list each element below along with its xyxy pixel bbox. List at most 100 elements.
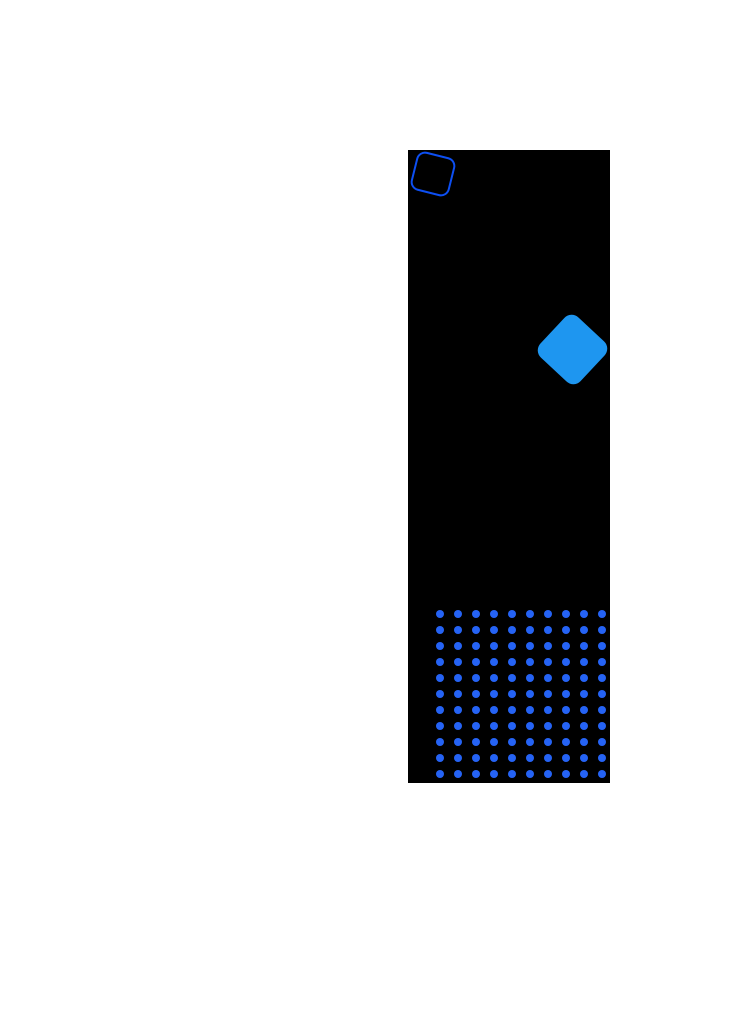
grid-dot [526, 642, 534, 650]
grid-dot [436, 754, 444, 762]
grid-dot [598, 658, 606, 666]
grid-dot [454, 626, 462, 634]
grid-dot [472, 738, 480, 746]
grid-dot [544, 626, 552, 634]
grid-dot [454, 738, 462, 746]
grid-dot [526, 674, 534, 682]
grid-dot [562, 770, 570, 778]
grid-dot [472, 706, 480, 714]
grid-dot [544, 674, 552, 682]
grid-dot [526, 626, 534, 634]
grid-dot [544, 754, 552, 762]
grid-dot [472, 642, 480, 650]
grid-dot [598, 690, 606, 698]
grid-dot [436, 674, 444, 682]
grid-dot [490, 674, 498, 682]
grid-dot [580, 642, 588, 650]
grid-dot [544, 658, 552, 666]
grid-dot [580, 738, 588, 746]
grid-dot [454, 754, 462, 762]
grid-dot [472, 690, 480, 698]
grid-dot [598, 626, 606, 634]
grid-dot [454, 674, 462, 682]
grid-dot [562, 674, 570, 682]
grid-dot [598, 674, 606, 682]
grid-dot [526, 706, 534, 714]
grid-dot [490, 770, 498, 778]
grid-dot [454, 770, 462, 778]
grid-dot [490, 690, 498, 698]
grid-dot [490, 754, 498, 762]
grid-dot [508, 674, 516, 682]
grid-dot [472, 722, 480, 730]
decor-panel [408, 150, 610, 783]
grid-dot [508, 754, 516, 762]
grid-dot [526, 754, 534, 762]
grid-dot [508, 770, 516, 778]
grid-dot [580, 706, 588, 714]
grid-dot [526, 690, 534, 698]
grid-dot [598, 642, 606, 650]
grid-dot [454, 706, 462, 714]
grid-dot [562, 690, 570, 698]
grid-dot [436, 610, 444, 618]
grid-dot [544, 706, 552, 714]
grid-dot [544, 642, 552, 650]
grid-dot [562, 706, 570, 714]
grid-dot [580, 626, 588, 634]
grid-dot [544, 610, 552, 618]
grid-dot [508, 610, 516, 618]
grid-dot [598, 738, 606, 746]
grid-dot [508, 690, 516, 698]
grid-dot [472, 626, 480, 634]
grid-dot [454, 610, 462, 618]
grid-dot [454, 722, 462, 730]
grid-dot [580, 770, 588, 778]
grid-dot [454, 658, 462, 666]
grid-dot [436, 658, 444, 666]
grid-dot [508, 706, 516, 714]
grid-dot [472, 610, 480, 618]
grid-dot [526, 738, 534, 746]
grid-dot [580, 610, 588, 618]
grid-dot [598, 610, 606, 618]
grid-dot [436, 738, 444, 746]
grid-dot [544, 690, 552, 698]
grid-dot [580, 690, 588, 698]
grid-dot [490, 610, 498, 618]
grid-dot [562, 722, 570, 730]
grid-dot [436, 722, 444, 730]
grid-dot [526, 722, 534, 730]
grid-dot [508, 722, 516, 730]
grid-dot [598, 706, 606, 714]
filled-square-shape [533, 310, 610, 389]
grid-dot [562, 738, 570, 746]
grid-dot [490, 642, 498, 650]
grid-dot [526, 658, 534, 666]
grid-dot [508, 626, 516, 634]
dot-grid [431, 606, 610, 782]
grid-dot [544, 738, 552, 746]
grid-dot [598, 754, 606, 762]
grid-dot [508, 658, 516, 666]
grid-dot [454, 690, 462, 698]
grid-dot [562, 658, 570, 666]
grid-dot [598, 722, 606, 730]
grid-dot [436, 626, 444, 634]
grid-dot [490, 658, 498, 666]
grid-dot [562, 610, 570, 618]
grid-dot [472, 770, 480, 778]
grid-dot [580, 674, 588, 682]
grid-dot [526, 610, 534, 618]
grid-dot [490, 722, 498, 730]
grid-dot [580, 722, 588, 730]
grid-dot [562, 642, 570, 650]
grid-dot [436, 642, 444, 650]
grid-dot [436, 690, 444, 698]
grid-dot [598, 770, 606, 778]
grid-dot [472, 658, 480, 666]
grid-dot [490, 626, 498, 634]
grid-dot [472, 754, 480, 762]
grid-dot [508, 738, 516, 746]
grid-dot [562, 754, 570, 762]
